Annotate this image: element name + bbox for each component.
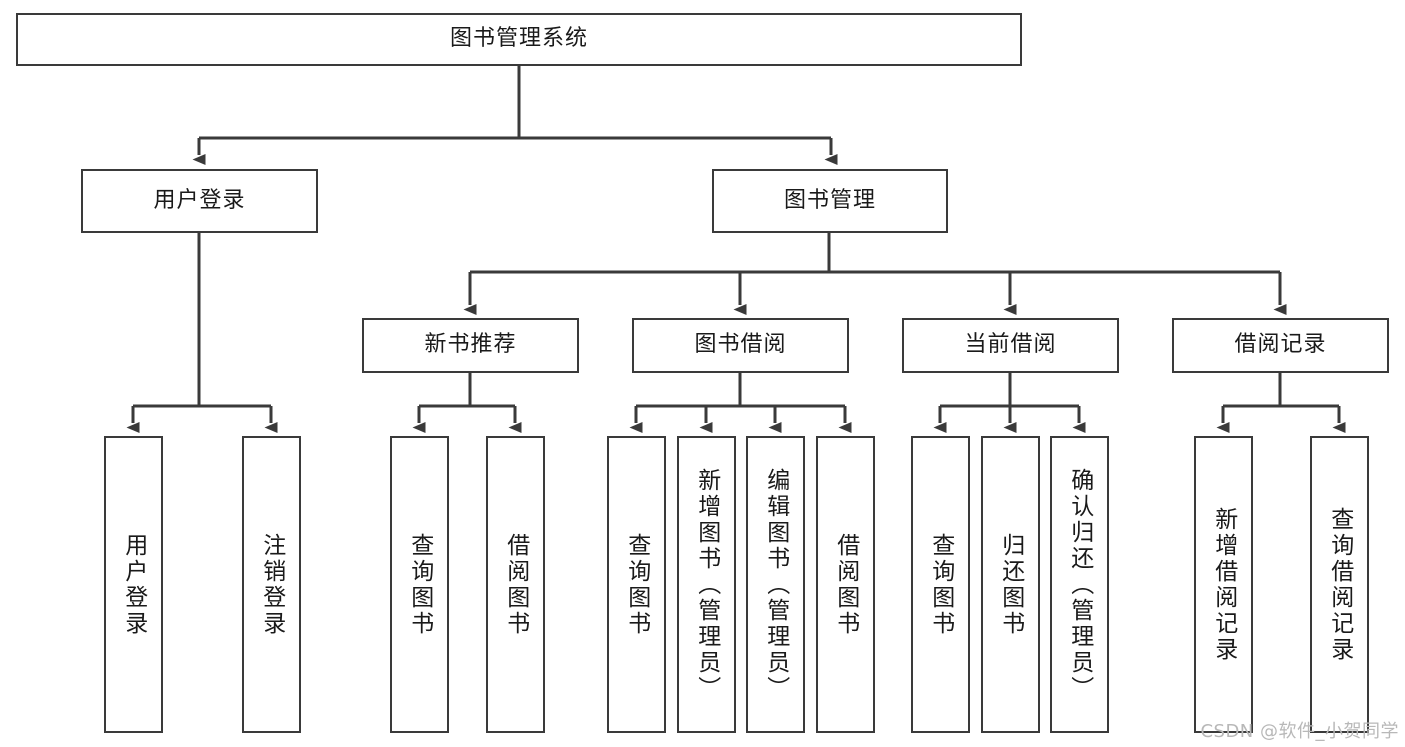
node-borrow-record[interactable]: 借阅记录	[1172, 318, 1389, 373]
node-label: 图书管理	[783, 187, 876, 213]
leaf-borrow-record-2[interactable]: 查询借阅记录	[1310, 436, 1369, 733]
node-label: 新增图书（管理员）	[693, 467, 720, 702]
node-label: 图书借阅	[694, 332, 787, 358]
leaf-book-borrow-3[interactable]: 编辑图书（管理员）	[746, 436, 805, 733]
leaf-book-borrow-1[interactable]: 查询图书	[607, 436, 666, 733]
node-label: 图书管理系统	[449, 26, 588, 52]
node-label: 确认归还（管理员）	[1066, 467, 1093, 702]
node-label: 借阅记录	[1234, 332, 1327, 358]
leaf-current-borrow-2[interactable]: 归还图书	[981, 436, 1040, 733]
node-book-borrow[interactable]: 图书借阅	[632, 318, 849, 373]
node-label: 用户登录	[153, 187, 246, 213]
node-label: 注销登录	[258, 532, 285, 637]
leaf-borrow-record-1[interactable]: 新增借阅记录	[1194, 436, 1253, 733]
node-label: 查询图书	[623, 532, 650, 637]
leaf-current-borrow-3[interactable]: 确认归还（管理员）	[1050, 436, 1109, 733]
node-user-login[interactable]: 用户登录	[81, 169, 318, 233]
node-label: 新书推荐	[424, 332, 517, 358]
node-label: 查询图书	[406, 532, 433, 637]
leaf-new-book-recommend-1[interactable]: 查询图书	[390, 436, 449, 733]
node-label: 新增借阅记录	[1210, 506, 1237, 663]
node-root-system[interactable]: 图书管理系统	[16, 13, 1022, 66]
node-label: 查询借阅记录	[1326, 506, 1353, 663]
leaf-book-borrow-2[interactable]: 新增图书（管理员）	[677, 436, 736, 733]
node-current-borrow[interactable]: 当前借阅	[902, 318, 1119, 373]
node-label: 编辑图书（管理员）	[762, 467, 789, 702]
leaf-book-borrow-4[interactable]: 借阅图书	[816, 436, 875, 733]
node-book-management[interactable]: 图书管理	[712, 169, 948, 233]
node-label: 归还图书	[997, 532, 1024, 637]
leaf-current-borrow-1[interactable]: 查询图书	[911, 436, 970, 733]
node-label: 借阅图书	[502, 532, 529, 637]
leaf-user-login-1[interactable]: 用户登录	[104, 436, 163, 733]
node-label: 当前借阅	[964, 332, 1057, 358]
node-label: 用户登录	[120, 532, 147, 637]
node-label: 查询图书	[927, 532, 954, 637]
leaf-new-book-recommend-2[interactable]: 借阅图书	[486, 436, 545, 733]
node-label: 借阅图书	[832, 532, 859, 637]
node-new-book-recommend[interactable]: 新书推荐	[362, 318, 579, 373]
leaf-user-login-2[interactable]: 注销登录	[242, 436, 301, 733]
